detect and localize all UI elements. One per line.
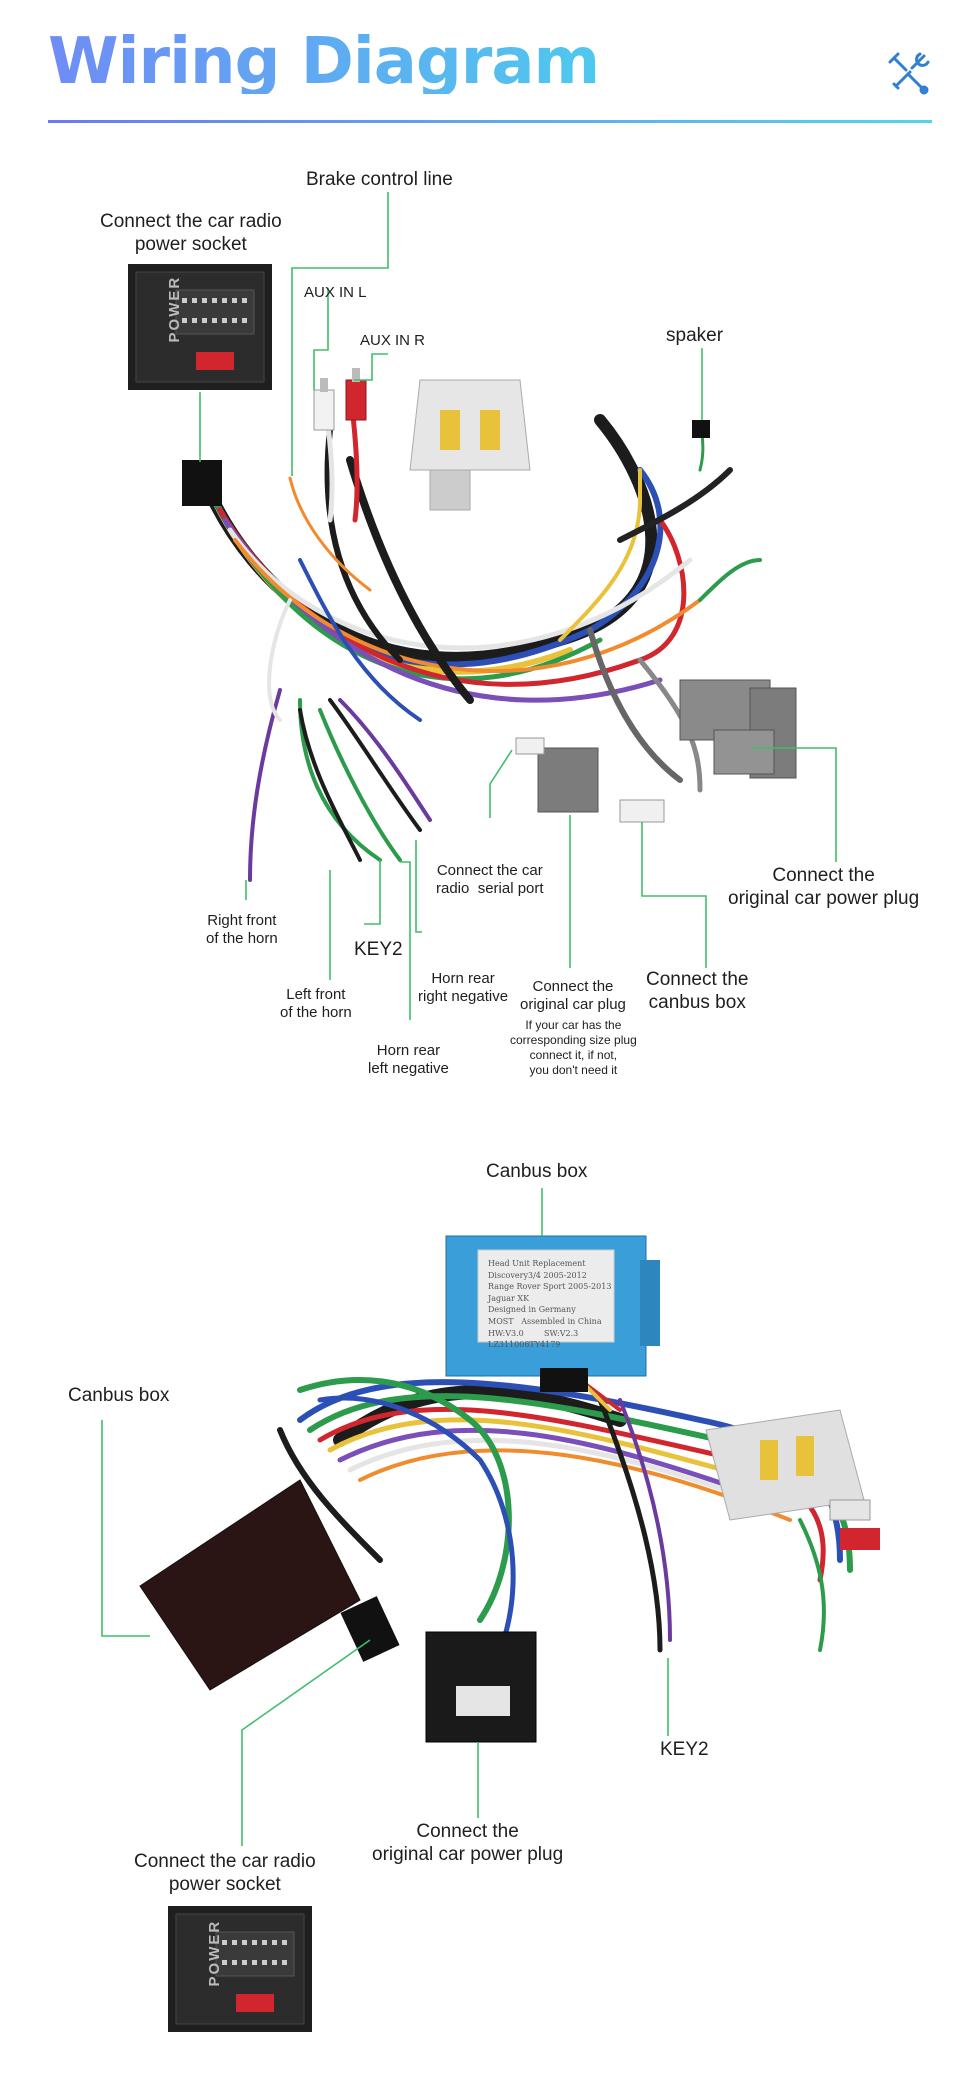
aux-in-l-label: AUX IN L [304,284,367,301]
canbus-box-label-black: Canbus box [68,1385,170,1406]
serial-port-connector [515,737,545,755]
callout-lines-bottom [101,1188,669,1846]
right-front-horn-label: Right front of the horn [206,912,278,948]
power-socket-label-top: Connect the car radio power socket [100,211,282,256]
serial-port-label: Connect the car radio serial port [436,862,544,898]
tools-icon [888,52,930,95]
canbus-sticker-text: Head Unit Replacement Discovery3/4 2005-… [488,1259,612,1350]
speaker-label: spaker [666,325,724,346]
left-front-horn-label: Left front of the horn [280,986,352,1022]
speaker-connector [692,420,710,438]
canbus-box-blue [445,1235,660,1392]
brake-control-line-label: Brake control line [306,169,453,190]
power-socket-text-bottom: POWER [206,1919,224,1987]
power-socket-label-bottom: Connect the car radio power socket [134,1851,316,1896]
canbus-connector [619,799,665,823]
original-power-plug-label-top: Connect the original car power plug [728,865,920,910]
title-underline [48,120,932,123]
canbus-box-label-top: Connect the canbus box [646,969,749,1014]
key2-label-bottom: KEY2 [660,1739,709,1760]
power-socket-image-bottom [168,1906,312,2032]
filter-module-bottom [705,1409,880,1550]
harness-connector-left [182,460,222,506]
callout-lines-top [199,192,837,1020]
original-power-plug-top [679,679,797,779]
power-socket-text-top: POWER [166,275,184,343]
power-socket-image-top [128,264,272,390]
key2-label-top: KEY2 [354,939,403,960]
canbus-box-label-blue: Canbus box [486,1161,588,1182]
aux-in-r-label: AUX IN R [360,332,426,349]
canbus-box-black [139,1479,400,1691]
original-car-plug-label: Connect the original car plug [520,978,626,1014]
original-car-plug-note: If your car has the corresponding size p… [510,1018,637,1077]
harness-wires-top [194,387,762,882]
original-car-plug [537,747,599,813]
horn-rear-left-label: Horn rear left negative [368,1042,449,1078]
rca-plugs [313,368,367,431]
horn-rear-right-label: Horn rear right negative [418,970,509,1006]
page-title: Wiring Diagram [48,25,600,99]
original-power-plug-label-bottom: Connect the original car power plug [372,1821,564,1866]
filter-module-top [409,379,531,511]
